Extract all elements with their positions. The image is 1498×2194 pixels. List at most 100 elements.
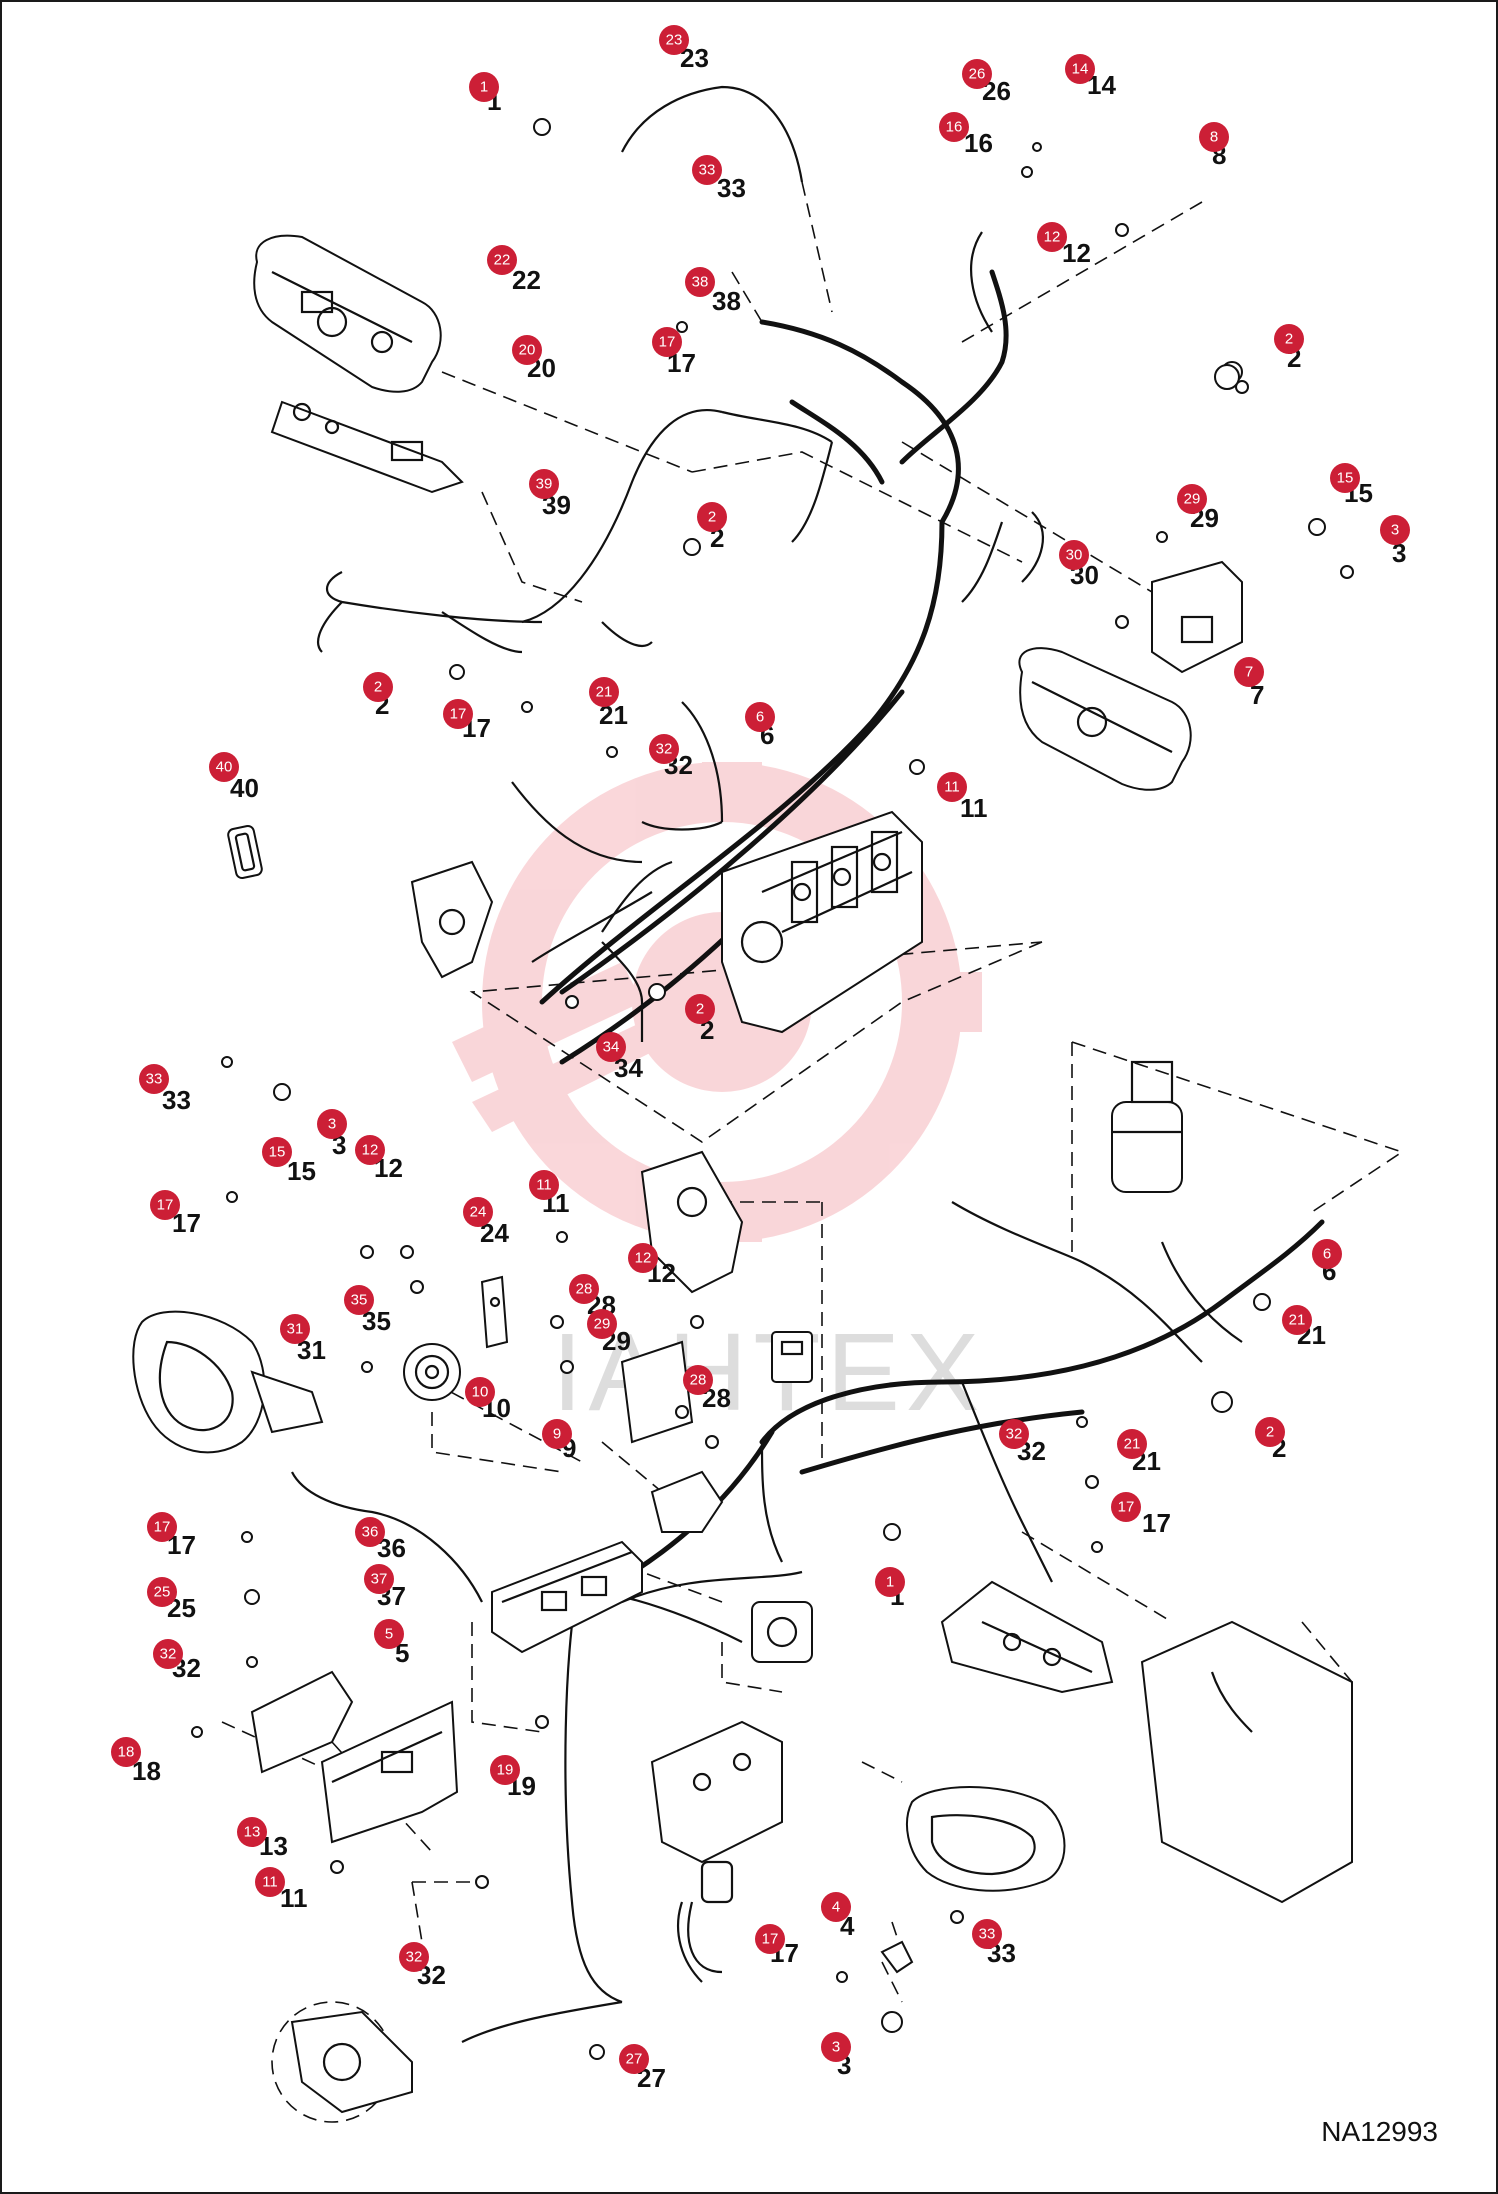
callout-badge-circle [147,1512,177,1542]
callout-badge: 17 [755,1924,785,1954]
callout-badge-label: 29 [1184,491,1201,508]
callout-badge: 8 [1199,122,1229,152]
pedal-assembly [940,1580,1114,1694]
callout-badge: 28 [569,1274,599,1304]
callout-badge-label: 12 [635,1250,652,1267]
callout-badge-circle [619,2044,649,2074]
callout-badge-label: 14 [1072,61,1089,78]
callout-badge-circle [255,1867,285,1897]
callout-badge-circle [463,1197,493,1227]
callout-badge-circle [821,2032,851,2062]
callout-badge-circle [596,1032,626,1062]
callout-badge: 12 [355,1135,385,1165]
callout-badge: 19 [490,1755,520,1785]
rear-light-right [1018,647,1192,791]
callout-badge: 17 [150,1190,180,1220]
callout-badge: 21 [589,677,619,707]
sensor-assembly-center [640,1150,744,1294]
callout-badge: 29 [587,1309,617,1339]
callout-badge-circle [1177,484,1207,514]
callout-badge: 17 [443,699,473,729]
callout-badge: 35 [344,1285,374,1315]
callout-badge: 17 [1111,1492,1141,1522]
callout-badge: 20 [512,335,542,365]
callout-badge-label: 2 [1266,1424,1274,1441]
callout-badge-circle [692,155,722,185]
fuse-panel [491,1540,643,1654]
callout-badge: 7 [1234,657,1264,687]
callout-badge-label: 29 [594,1316,611,1333]
callout-badge-label: 12 [362,1142,379,1159]
callout-badge-circle [237,1817,267,1847]
callout-badge: 21 [1282,1305,1312,1335]
callout-badge-circle [1117,1429,1147,1459]
callout-badge-label: 10 [472,1384,489,1401]
callout-badge-label: 39 [536,476,553,493]
callout-badge-label: 32 [160,1646,177,1663]
battery-box [1140,1620,1353,1904]
callout-badge-label: 3 [1391,522,1399,539]
connector-block [771,1331,813,1383]
callout-badge-label: 24 [470,1204,487,1221]
callout-badge: 26 [962,59,992,89]
callout-badge-label: 18 [118,1744,135,1761]
callout-badge-circle [150,1190,180,1220]
callout-badge: 10 [465,1377,495,1407]
callout-badge-circle [1380,515,1410,545]
callout-badge: 2 [1255,1417,1285,1447]
callout-badge-circle [443,699,473,729]
callout-badge-circle [262,1137,292,1167]
callout-number: 15 [287,1156,316,1186]
callout-badge-label: 21 [1289,1312,1306,1329]
callout-badge: 11 [937,772,967,802]
callout-badge-label: 23 [666,32,683,49]
callout-badge-label: 2 [374,679,382,696]
callout-badge-circle [355,1135,385,1165]
callout-badge-circle [999,1419,1029,1449]
callout-badge-label: 11 [536,1177,552,1194]
callout-badge-label: 27 [626,2051,643,2068]
work-light-left [132,1310,324,1454]
callout-badge-label: 17 [154,1519,171,1536]
callout-badge-circle [1234,657,1264,687]
bracket-24 [480,1275,509,1349]
callout-badge: 30 [1059,540,1089,570]
callout-badge: 36 [355,1517,385,1547]
callout-badge: 2 [697,502,727,532]
callout-badge: 22 [487,245,517,275]
callout-badge-label: 17 [157,1197,174,1214]
callout-badge: 37 [364,1564,394,1594]
callout-badge-circle [469,72,499,102]
callout-badge-circle [652,327,682,357]
callout-badge: 3 [317,1109,347,1139]
callout-badge-circle [939,112,969,142]
callout-badge: 39 [529,469,559,499]
callout-badge-circle [209,752,239,782]
callout-badge-circle [962,59,992,89]
callout-badge-label: 2 [1285,331,1293,348]
callout-badge-label: 38 [692,274,709,291]
callout-badge-label: 37 [371,1571,388,1588]
callout-badge: 29 [1177,484,1207,514]
callout-badge-label: 31 [287,1321,304,1338]
wire-harness-upper [317,85,1044,933]
callout-badge-label: 17 [450,706,467,723]
switch-assembly-upper [270,400,464,494]
callout-badge: 33 [692,155,722,185]
callout-badge-circle [745,702,775,732]
callout-badge-circle [569,1274,599,1304]
callout-badge-label: 25 [154,1584,171,1601]
callout-badge-circle [1111,1492,1141,1522]
hydraulic-manifold-bottom [650,1720,783,1904]
callout-badge-label: 33 [699,162,716,179]
callout-number: 3 [1392,538,1406,568]
callout-badge-circle [587,1309,617,1339]
module-9 [620,1340,694,1444]
callout-badge-circle [1065,54,1095,84]
callout-number: 33 [717,173,746,203]
callout-badge: 5 [374,1619,404,1649]
control-module-7 [1151,560,1243,674]
callout-badge-circle [649,734,679,764]
callout-badge-circle [685,994,715,1024]
